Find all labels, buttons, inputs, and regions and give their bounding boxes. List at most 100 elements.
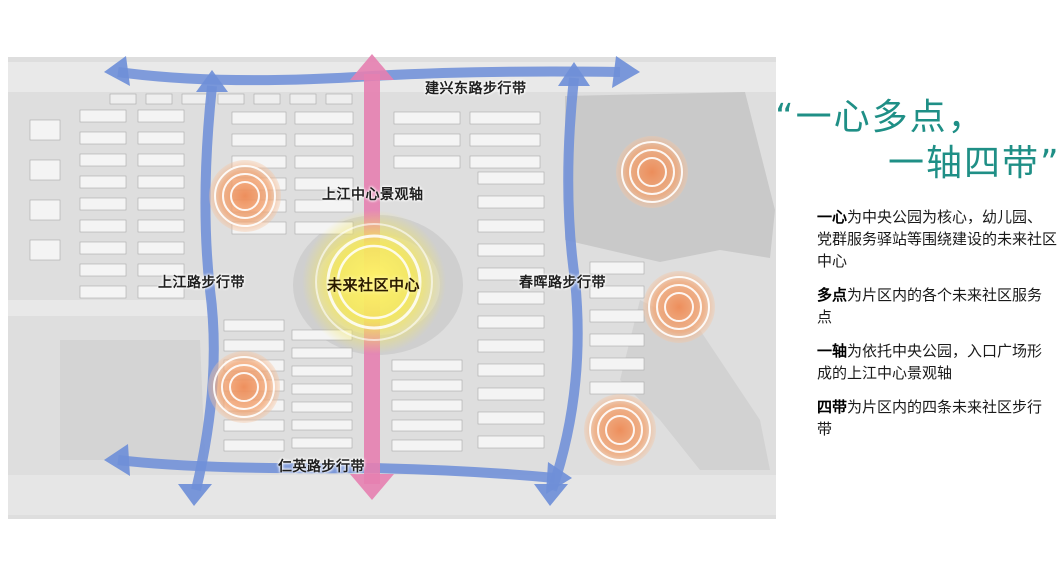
building-block: [231, 111, 287, 125]
building-block: [217, 93, 245, 105]
building-block: [137, 263, 185, 277]
service-point-2: [616, 136, 688, 208]
building-block: [137, 219, 185, 233]
building-block: [469, 111, 541, 125]
building-block: [477, 363, 545, 377]
building-block: [469, 133, 541, 147]
building-block: [223, 319, 285, 332]
building-block: [469, 155, 541, 169]
arrow-ne: [612, 56, 640, 88]
building-block: [393, 155, 461, 169]
building-block: [391, 419, 463, 432]
service-point-ring: [621, 141, 683, 203]
service-point-ring: [648, 276, 710, 338]
service-points: [208, 136, 715, 466]
legend-text: 为片区内的各个未来社区服务点: [817, 286, 1043, 326]
building-block: [29, 239, 61, 261]
building-block: [477, 267, 545, 281]
arrow-se: [546, 462, 572, 494]
legend-item-points: 多点为片区内的各个未来社区服务点: [817, 284, 1057, 328]
building-block: [79, 263, 127, 277]
axis-arrow-bottom: [350, 474, 394, 500]
building-block: [137, 153, 185, 167]
building-block: [391, 399, 463, 412]
service-point-4: [208, 351, 280, 423]
arrow-sw: [104, 444, 130, 476]
service-point-ring: [656, 284, 702, 330]
building-block: [29, 159, 61, 181]
service-point-ring: [589, 399, 651, 461]
service-point-ring: [637, 157, 667, 187]
legend-term: 四带: [817, 398, 848, 416]
building-block: [477, 387, 545, 401]
axis-arrow-top: [350, 54, 394, 80]
building-block: [253, 93, 281, 105]
building-block: [589, 381, 645, 395]
building-block: [79, 109, 127, 123]
building-block: [223, 439, 285, 452]
building-block: [294, 133, 354, 147]
building-block: [393, 111, 461, 125]
legend-text: 为片区内的四条未来社区步行带: [817, 398, 1043, 438]
building-block: [589, 357, 645, 371]
building-block: [291, 365, 353, 377]
slogan-line2: 一轴四带”: [888, 143, 1061, 184]
building-block: [477, 339, 545, 353]
building-block: [79, 131, 127, 145]
building-block: [291, 419, 353, 431]
building-block: [291, 383, 353, 395]
service-point-ring: [222, 173, 268, 219]
east-belt-label: 春晖路步行带: [519, 275, 606, 291]
building-block: [231, 133, 287, 147]
service-point-glow: [643, 271, 715, 343]
building-block: [477, 411, 545, 425]
service-point-glow: [584, 394, 656, 466]
belt-arrowheads: [104, 56, 640, 506]
east-belt: [547, 77, 583, 492]
building-block: [477, 219, 545, 233]
arrow-west-top: [196, 70, 228, 92]
building-block: [391, 439, 463, 452]
legend-text: 为依托中央公园，入口广场形成的上江中心景观轴: [817, 342, 1043, 382]
legend-text: 为中央公园为核心，幼儿园、党群服务驿站等围绕建设的未来社区中心: [817, 208, 1058, 270]
north-belt-label: 建兴东路步行带: [425, 81, 527, 97]
building-block: [291, 401, 353, 413]
building-block: [79, 241, 127, 255]
building-block: [325, 93, 353, 105]
building-block: [29, 119, 61, 141]
service-point-glow: [208, 351, 280, 423]
axis-label: 上江中心景观轴: [322, 187, 424, 203]
building-block: [137, 109, 185, 123]
building-block: [137, 175, 185, 189]
service-point-ring: [229, 372, 259, 402]
legend-term: 多点: [817, 286, 848, 304]
west-belt-label: 上江路步行带: [158, 275, 245, 291]
arrow-east-top: [558, 62, 590, 86]
building-block: [477, 315, 545, 329]
service-point-5: [584, 394, 656, 466]
building-block: [79, 175, 127, 189]
legend-term: 一轴: [817, 342, 848, 360]
building-block: [79, 197, 127, 211]
arrow-nw: [104, 56, 130, 86]
building-block: [79, 285, 127, 299]
building-block: [294, 111, 354, 125]
service-point-ring: [629, 149, 675, 195]
building-block: [393, 133, 461, 147]
building-block: [137, 197, 185, 211]
service-point-ring: [605, 415, 635, 445]
building-block: [137, 285, 185, 299]
arrow-west-bottom: [178, 484, 212, 506]
building-block: [477, 435, 545, 449]
building-block: [294, 199, 354, 213]
building-block: [477, 171, 545, 185]
west-belt: [191, 85, 219, 492]
legend-item-core: 一心为中央公园为核心，幼儿园、党群服务驿站等围绕建设的未来社区中心: [817, 206, 1057, 272]
building-block: [289, 93, 317, 105]
building-block: [29, 199, 61, 221]
building-block: [391, 359, 463, 372]
building-block: [477, 291, 545, 305]
building-block: [294, 155, 354, 169]
service-point-ring: [213, 356, 275, 418]
